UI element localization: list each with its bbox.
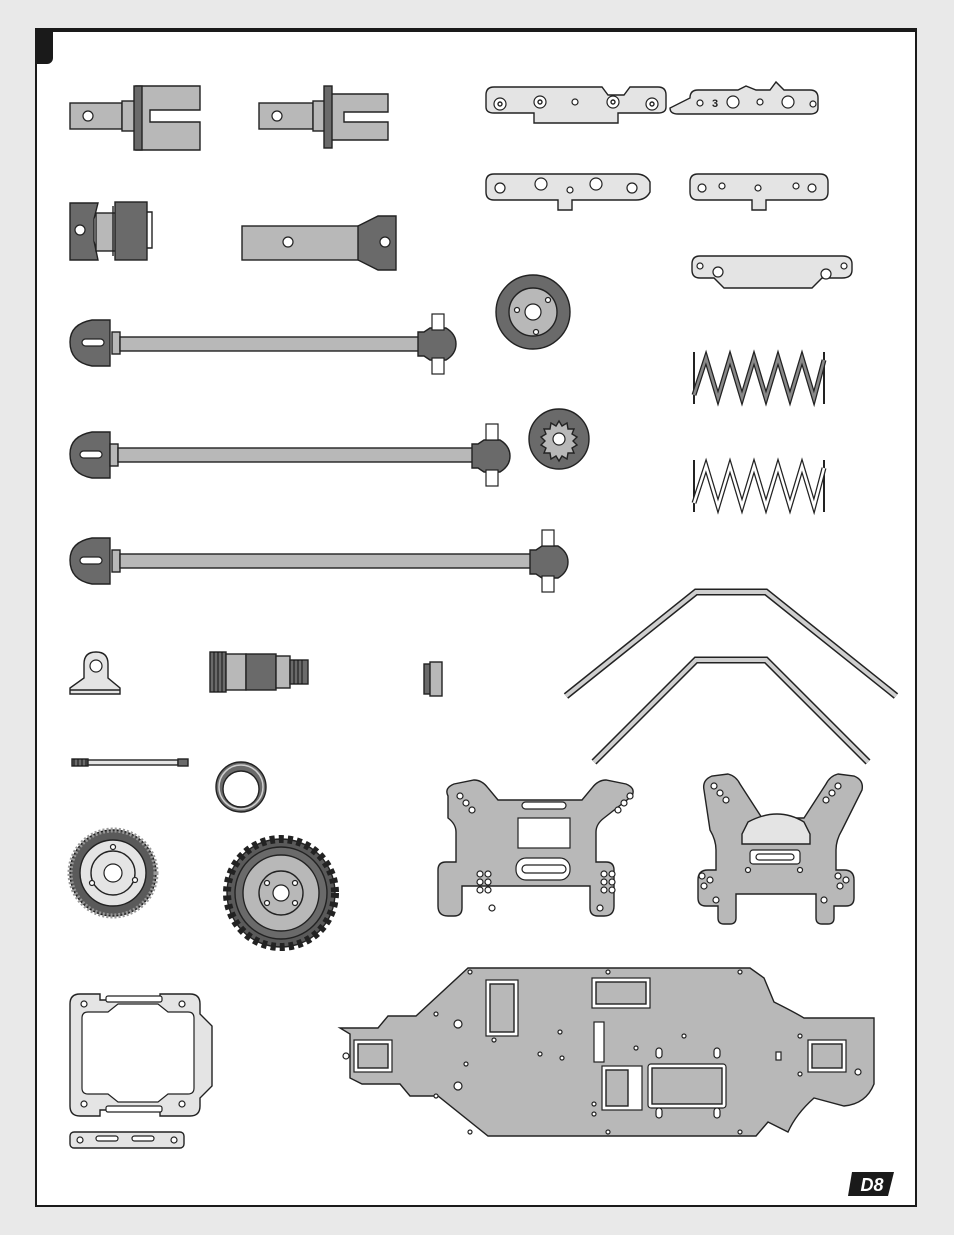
diff-case-icon [67,827,159,919]
part-number-mark: 3 [712,98,718,110]
pinion-gear-icon [528,408,590,470]
shock-spring-icon [691,349,827,408]
suspension-mount-icon [689,173,829,211]
drive-cup-icon [69,85,201,151]
sway-bar-icon [563,588,899,699]
suspension-mount-icon [485,173,651,211]
shock-tower-icon [697,773,864,925]
radio-tray-icon [69,1131,185,1149]
radio-tray-icon [69,993,213,1117]
shock-end-icon [69,651,121,695]
d8-logo-icon: D8 [848,1172,894,1196]
shock-tower-icon [437,779,634,917]
suspension-mount-icon: 3 [669,80,819,115]
dogbone-driveshaft-icon [69,423,511,487]
shock-body-icon [209,651,309,693]
shock-spring-icon [691,457,827,516]
page-corner-tab [35,28,53,64]
drive-cup-short-icon [258,85,389,149]
sway-bar-icon [591,656,871,765]
dogbone-driveshaft-icon [69,529,569,593]
shock-shaft-icon [71,758,189,767]
center-outdrive-icon [241,215,397,271]
o-ring-icon [215,761,267,813]
outdrive-icon [69,201,153,261]
suspension-mount-icon [691,255,853,289]
d8-logo-text: D8 [860,1175,883,1195]
dogbone-driveshaft-icon [69,313,457,375]
steel-gear-icon [495,274,571,350]
spur-gear-icon [223,835,339,951]
chassis-plate-icon [337,967,875,1137]
suspension-mount-icon [485,86,667,124]
shock-bushing-icon [423,661,443,697]
